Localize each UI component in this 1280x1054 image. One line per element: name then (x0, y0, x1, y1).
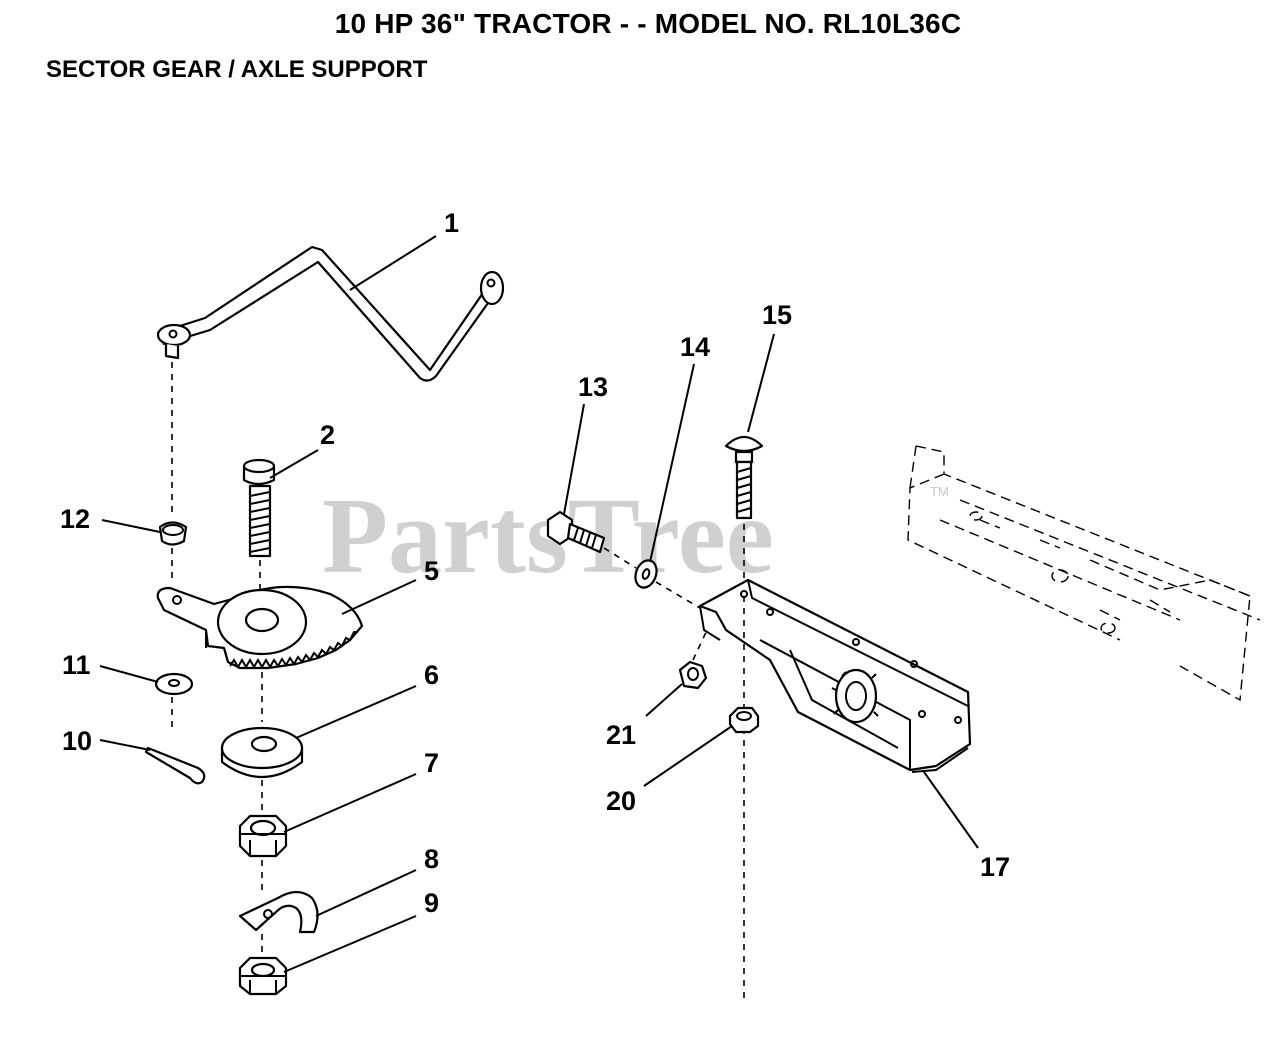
callout-1: 1 (444, 208, 459, 238)
part-2-bolt[interactable] (242, 458, 276, 558)
callout-14: 14 (680, 332, 710, 362)
part-17-axle-support[interactable] (698, 578, 972, 773)
part-8-clip[interactable] (238, 890, 319, 934)
callout-10: 10 (62, 726, 92, 756)
part-20-nut[interactable] (728, 706, 760, 734)
callout-21: 21 (606, 720, 636, 750)
part-10-cotter-pin[interactable] (144, 746, 206, 785)
part-5-sector-gear[interactable] (156, 585, 364, 670)
callout-20: 20 (606, 786, 636, 816)
part-12-bushing[interactable] (158, 521, 188, 546)
part-11-washer[interactable] (154, 672, 194, 696)
callout-2: 2 (320, 420, 335, 450)
part-1-drag-link[interactable] (156, 245, 505, 382)
part-13-bolt[interactable] (546, 510, 606, 554)
callout-6: 6 (424, 660, 439, 690)
leader-lines (99, 235, 979, 973)
part-15-carriage-bolt[interactable] (724, 435, 764, 520)
callout-15: 15 (762, 300, 792, 330)
callout-11: 11 (62, 650, 91, 680)
part-9-hex-nut[interactable] (238, 956, 288, 996)
callout-8: 8 (424, 844, 439, 874)
watermark-trademark: TM (930, 484, 949, 499)
callout-5: 5 (424, 556, 439, 586)
part-21-nut[interactable] (678, 660, 708, 690)
callout-7: 7 (424, 748, 439, 778)
part-6-spacer[interactable] (220, 726, 304, 779)
callout-13: 13 (578, 372, 608, 402)
diagram-subtitle: SECTOR GEAR / AXLE SUPPORT (46, 56, 428, 83)
callout-17: 17 (980, 852, 1010, 882)
part-7-hex-nut[interactable] (238, 814, 288, 858)
callout-12: 12 (60, 504, 90, 534)
tractor-frame-reference (907, 445, 1261, 702)
diagram-title: 10 HP 36" TRACTOR - - MODEL NO. RL10L36C (334, 8, 962, 39)
callout-9: 9 (424, 888, 439, 918)
